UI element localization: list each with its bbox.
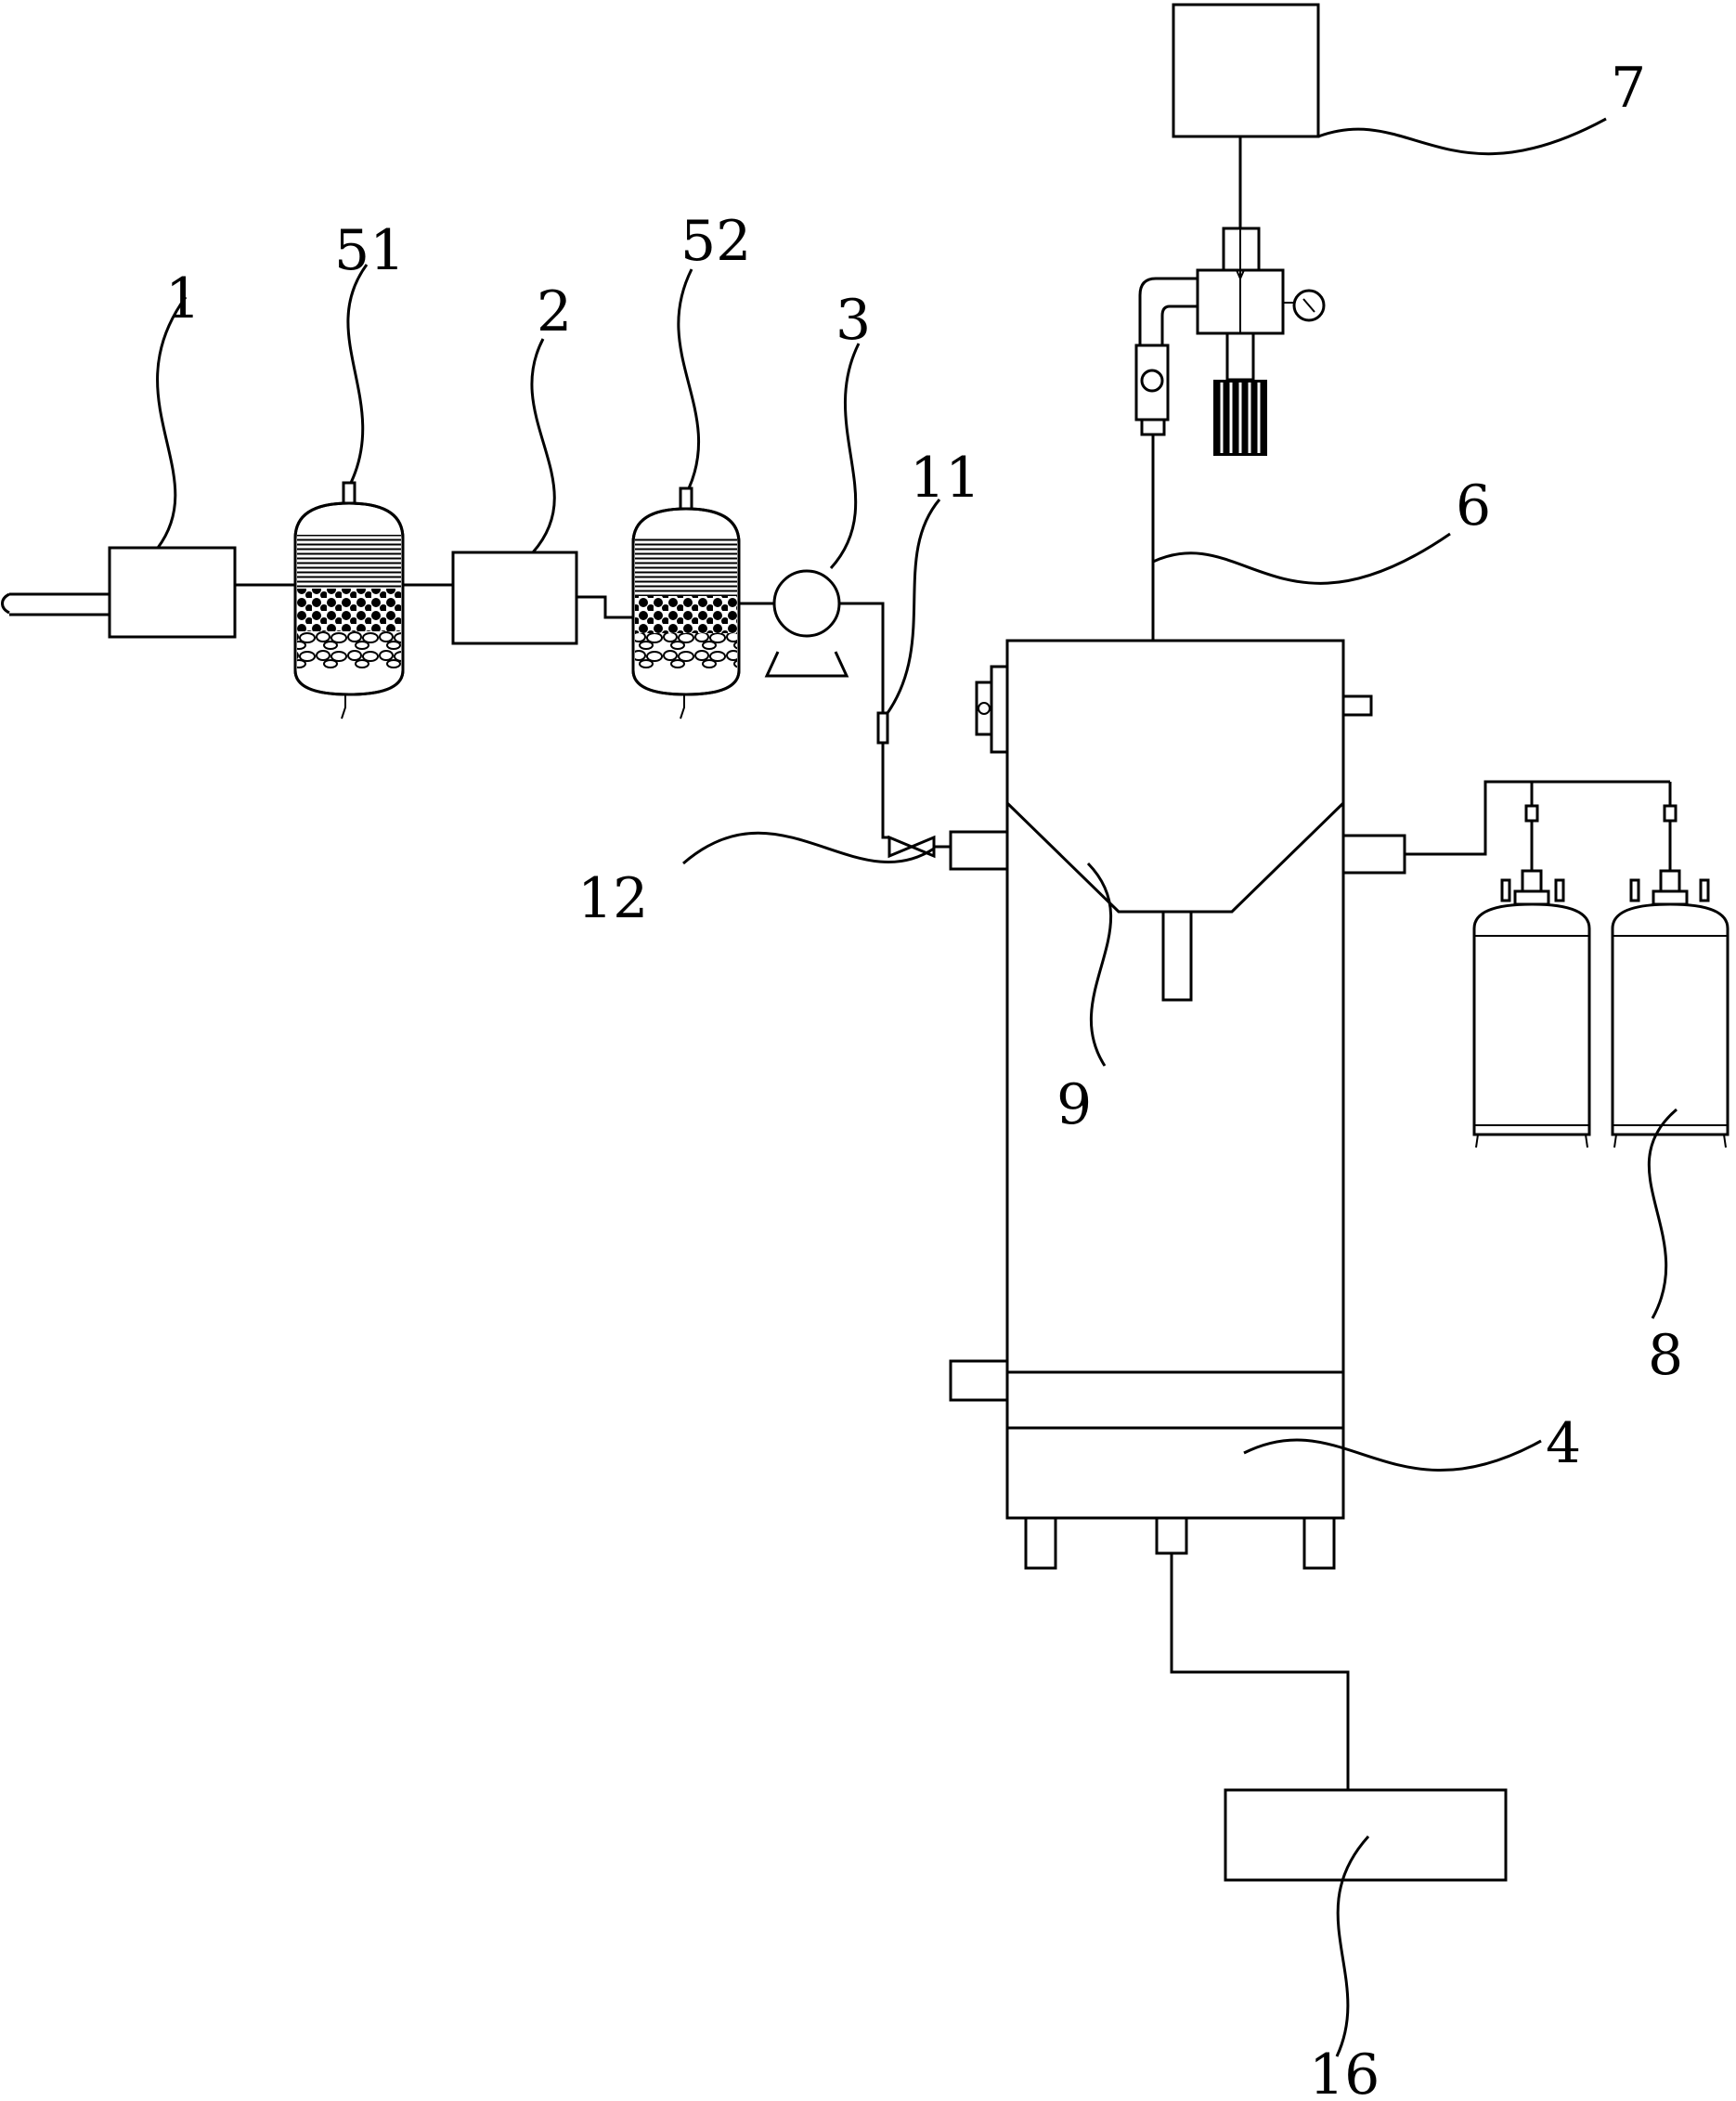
pipe-column-16 — [1170, 1553, 1350, 1790]
label-1: 1 — [165, 266, 201, 331]
pump-3 — [764, 569, 849, 678]
gas-cylinder-8-right — [1611, 782, 1730, 1148]
reaction-column-4 — [949, 639, 1406, 1570]
label-9: 9 — [1056, 1072, 1092, 1137]
pipe-3-valve — [839, 602, 889, 839]
pipe-column-cylinders — [1405, 780, 1670, 856]
label-7: 7 — [1611, 56, 1646, 121]
unit-2-box — [451, 551, 578, 645]
label-51: 51 — [334, 218, 405, 283]
inlet-pipe — [1, 592, 110, 616]
pipe-2-52 — [577, 595, 633, 619]
pressure-regulator — [1134, 227, 1326, 456]
label-3: 3 — [836, 288, 871, 353]
unit-1-box — [108, 546, 237, 639]
device-7-box — [1172, 3, 1320, 138]
valve-12 — [887, 835, 951, 859]
label-2: 2 — [537, 279, 572, 344]
label-12: 12 — [577, 866, 648, 931]
label-4: 4 — [1546, 1411, 1581, 1476]
filter-tank-51 — [293, 481, 405, 720]
hopper-9 — [1005, 801, 1345, 1002]
label-6: 6 — [1456, 473, 1491, 538]
leader-lines — [156, 117, 1678, 2057]
label-11: 11 — [910, 446, 980, 511]
flowmeter-11 — [876, 711, 889, 745]
label-52: 52 — [680, 209, 751, 274]
filter-tank-52 — [631, 486, 741, 720]
gas-cylinder-8-left — [1472, 782, 1591, 1148]
label-16: 16 — [1309, 2043, 1380, 2101]
label-8: 8 — [1648, 1323, 1683, 1388]
tank-16-box — [1224, 1788, 1508, 1882]
